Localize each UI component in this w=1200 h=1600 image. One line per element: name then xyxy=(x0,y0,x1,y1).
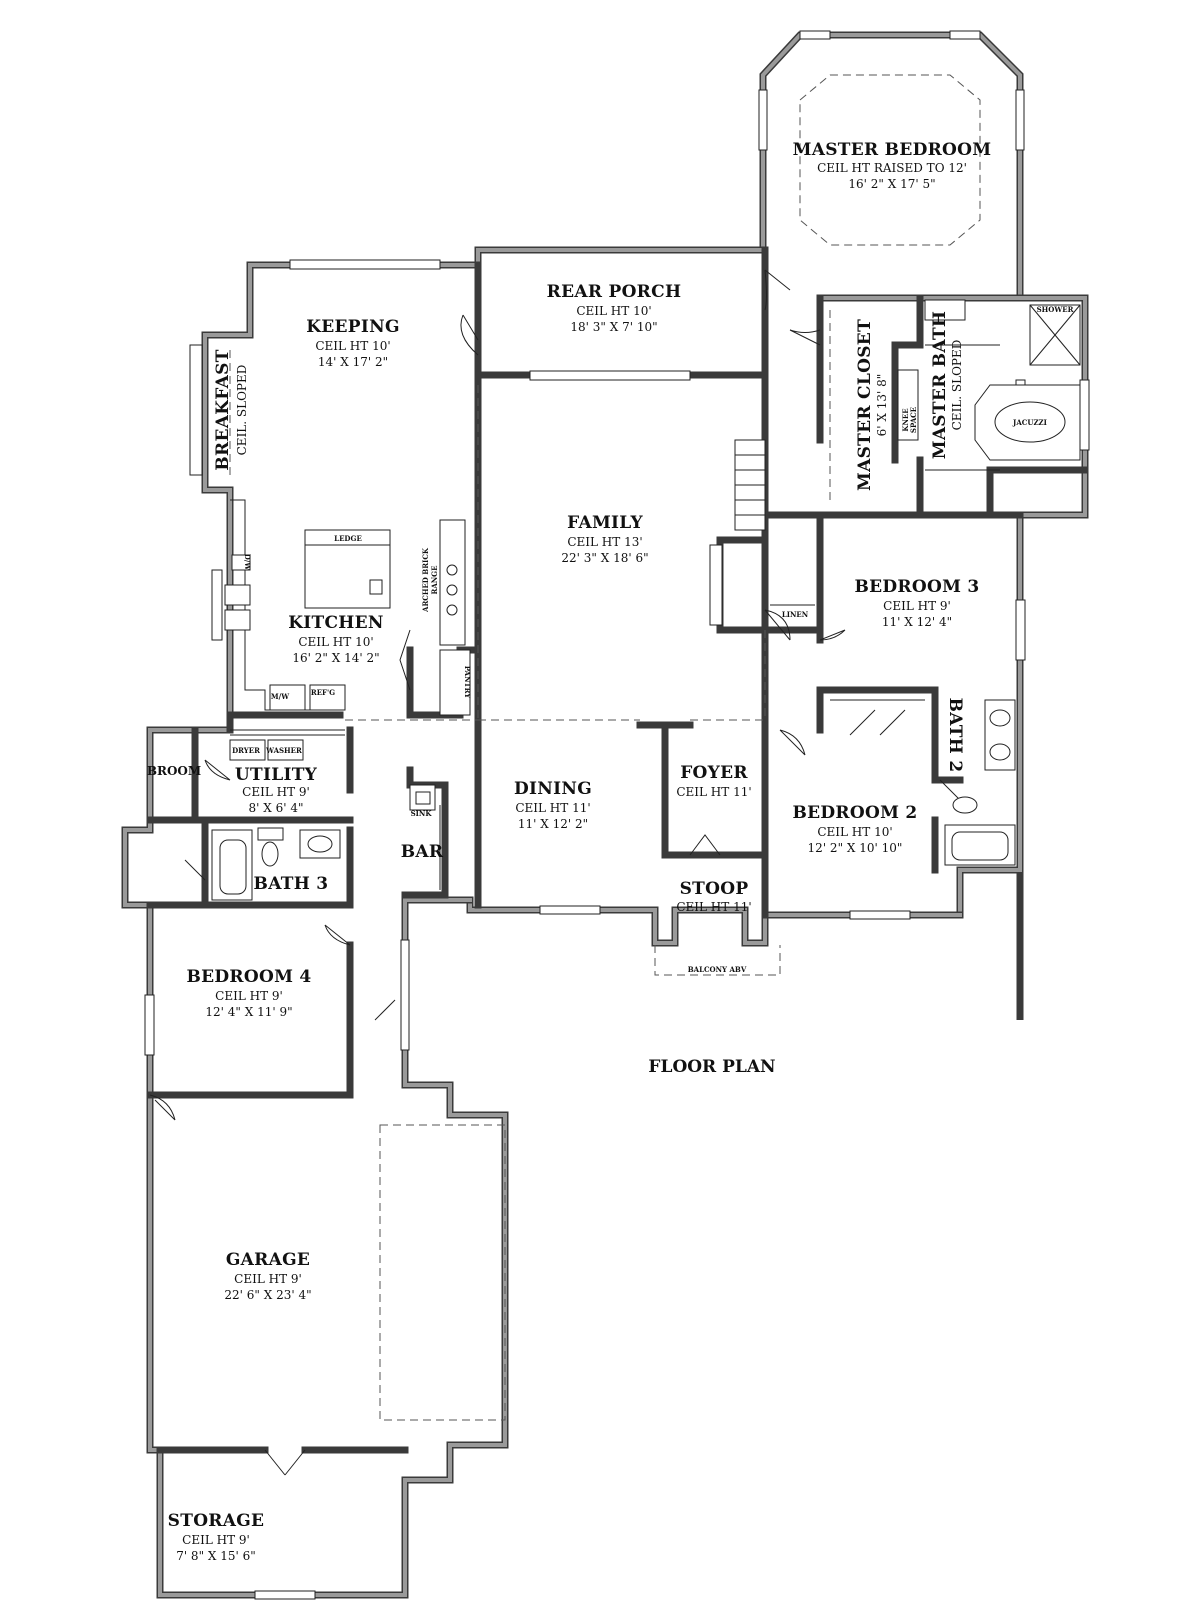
room-ceiling: CEIL HT 10' xyxy=(576,304,651,318)
room-name: MASTER BEDROOM xyxy=(793,140,992,160)
room-master-closet: MASTER CLOSET 6' X 13' 8" xyxy=(855,319,889,491)
room-storage: STORAGE CEIL HT 9' 7' 8" X 15' 6" xyxy=(168,1511,265,1563)
room-stoop: STOOP CEIL HT 11' xyxy=(676,879,751,914)
room-size: 6' X 13' 8" xyxy=(875,374,889,437)
room-name: FAMILY xyxy=(567,513,643,533)
label-knee: KNEE xyxy=(901,408,910,431)
label-sink: SINK xyxy=(411,809,433,818)
room-breakfast: BREAKFAST CEIL. SLOPED xyxy=(213,349,249,470)
room-size: 7' 8" X 15' 6" xyxy=(176,1549,256,1563)
room-size: 22' 3" X 18' 6" xyxy=(561,551,648,565)
room-name: MASTER BATH xyxy=(930,311,950,460)
room-size: 11' X 12' 2" xyxy=(518,817,588,831)
label-linen: LINEN xyxy=(782,610,809,619)
room-name: STORAGE xyxy=(168,1511,265,1531)
label-washer: WASHER xyxy=(265,746,302,755)
room-ceiling: CEIL HT 11' xyxy=(515,801,590,815)
room-broom: BROOM xyxy=(147,764,201,778)
room-ceiling: CEIL HT RAISED TO 12' xyxy=(817,161,967,175)
room-name: BROOM xyxy=(147,764,201,778)
room-name: BREAKFAST xyxy=(213,349,233,470)
room-ceiling: CEIL HT 9' xyxy=(242,785,310,799)
room-name: BEDROOM 3 xyxy=(854,577,979,597)
room-size: 14' X 17' 2" xyxy=(318,355,388,369)
windows xyxy=(144,30,1090,1600)
label-ledge: LEDGE xyxy=(334,534,362,543)
room-size: 12' 2" X 10' 10" xyxy=(808,841,903,855)
room-size: 12' 4" X 11' 9" xyxy=(205,1005,292,1019)
room-name: KITCHEN xyxy=(288,613,384,633)
exterior-walls xyxy=(121,31,1089,1599)
dashed-lines xyxy=(229,74,981,1421)
room-dining: DINING CEIL HT 11' 11' X 12' 2" xyxy=(514,779,592,831)
room-size: 22' 6" X 23' 4" xyxy=(224,1288,311,1302)
room-utility: UTILITY CEIL HT 9' 8' X 6' 4" xyxy=(235,765,318,815)
room-name: REAR PORCH xyxy=(547,282,682,302)
room-name: STOOP xyxy=(680,879,749,899)
room-ceiling: CEIL HT 9' xyxy=(182,1533,250,1547)
label-dryer: DRYER xyxy=(232,746,260,755)
room-bedroom-4: BEDROOM 4 CEIL HT 9' 12' 4" X 11' 9" xyxy=(186,967,311,1019)
label-shower: SHOWER xyxy=(1037,305,1074,314)
room-size: 18' 3" X 7' 10" xyxy=(570,320,657,334)
room-size: 11' X 12' 4" xyxy=(882,615,952,629)
room-name: FOYER xyxy=(680,763,748,783)
room-ceiling: CEIL HT 10' xyxy=(298,635,373,649)
room-name: DINING xyxy=(514,779,592,799)
room-size: 16' 2" X 17' 5" xyxy=(848,177,935,191)
room-labels: MASTER BEDROOM CEIL HT RAISED TO 12' 16'… xyxy=(147,140,992,1563)
room-ceiling: CEIL HT 9' xyxy=(883,599,951,613)
room-name: BEDROOM 2 xyxy=(792,803,917,823)
room-name: BAR xyxy=(401,842,444,862)
room-ceiling: CEIL HT 10' xyxy=(817,825,892,839)
room-bar: BAR xyxy=(401,842,444,862)
room-garage: GARAGE CEIL HT 9' 22' 6" X 23' 4" xyxy=(224,1250,311,1302)
room-ceiling: CEIL HT 9' xyxy=(234,1272,302,1286)
room-keeping: KEEPING CEIL HT 10' 14' X 17' 2" xyxy=(306,317,400,369)
label-pantry: PANTRY xyxy=(463,666,472,699)
room-ceiling: CEIL HT 9' xyxy=(215,989,283,1003)
fixture-labels: SHOWER JACUZZI KNEE SPACE LEDGE D/W ARCH… xyxy=(232,305,1073,974)
room-master-bath: MASTER BATH CEIL. SLOPED xyxy=(930,311,964,460)
label-jacuzzi: JACUZZI xyxy=(1012,418,1047,427)
label-mw: M/W xyxy=(271,692,289,701)
room-ceiling: CEIL HT 13' xyxy=(567,535,642,549)
label-range: RANGE xyxy=(430,566,439,595)
room-bath-2: BATH 2 xyxy=(945,698,965,773)
room-name: UTILITY xyxy=(235,765,318,785)
room-name: GARAGE xyxy=(226,1250,310,1270)
room-size: 16' 2" X 14' 2" xyxy=(292,651,379,665)
room-rear-porch: REAR PORCH CEIL HT 10' 18' 3" X 7' 10" xyxy=(547,282,682,334)
room-name: BEDROOM 4 xyxy=(186,967,311,987)
room-ceiling: CEIL HT 11' xyxy=(676,785,751,799)
room-name: BATH 2 xyxy=(945,698,965,773)
room-name: BATH 3 xyxy=(254,874,329,894)
room-kitchen: KITCHEN CEIL HT 10' 16' 2" X 14' 2" xyxy=(288,613,384,665)
room-size: 8' X 6' 4" xyxy=(248,801,303,815)
label-balcony: BALCONY ABV xyxy=(688,965,747,974)
room-bedroom-2: BEDROOM 2 CEIL HT 10' 12' 2" X 10' 10" xyxy=(792,803,917,855)
room-ceiling: CEIL. SLOPED xyxy=(950,340,964,431)
label-arched-brick: ARCHED BRICK xyxy=(421,547,430,613)
room-name: MASTER CLOSET xyxy=(855,319,875,491)
doors xyxy=(149,269,961,1476)
label-dw: D/W xyxy=(243,554,252,571)
room-bath-3: BATH 3 xyxy=(254,874,329,894)
room-ceiling: CEIL. SLOPED xyxy=(235,365,249,456)
room-name: KEEPING xyxy=(306,317,400,337)
fixtures xyxy=(211,299,1081,901)
room-master-bedroom: MASTER BEDROOM CEIL HT RAISED TO 12' 16'… xyxy=(793,140,992,191)
room-family: FAMILY CEIL HT 13' 22' 3" X 18' 6" xyxy=(561,513,648,565)
room-ceiling: CEIL HT 10' xyxy=(315,339,390,353)
plan-title: FLOOR PLAN xyxy=(648,1057,775,1077)
room-bedroom-3: BEDROOM 3 CEIL HT 9' 11' X 12' 4" xyxy=(854,577,979,629)
label-space: SPACE xyxy=(909,407,918,433)
room-ceiling: CEIL HT 11' xyxy=(676,900,751,914)
label-refg: REF'G xyxy=(311,688,335,697)
room-foyer: FOYER CEIL HT 11' xyxy=(676,763,751,799)
